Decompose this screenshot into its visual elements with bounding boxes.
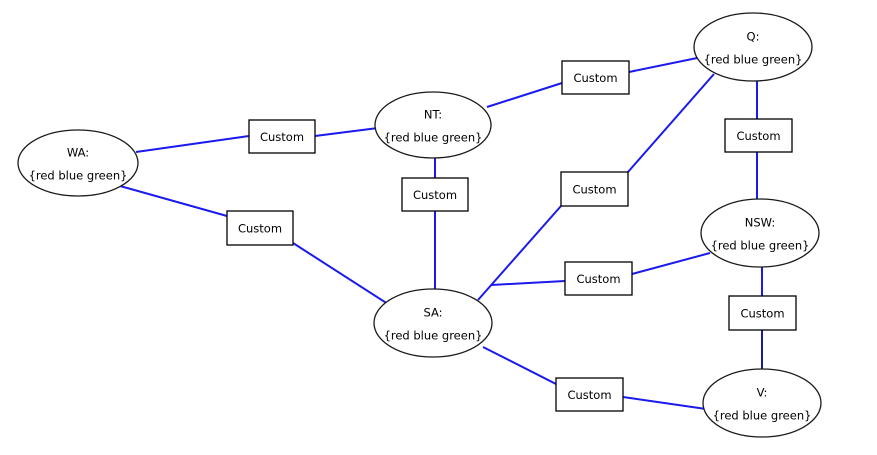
- edge-label-text: Custom: [740, 307, 784, 321]
- node-domain: {red blue green}: [29, 169, 128, 183]
- edge-label-q-sa[interactable]: Custom: [560, 171, 629, 207]
- node-title: NSW:: [745, 216, 775, 230]
- edge-label-text: Custom: [573, 71, 617, 85]
- node-title: V:: [757, 386, 768, 400]
- node-domain: {red blue green}: [711, 239, 810, 253]
- node-nt[interactable]: NT: {red blue green}: [374, 91, 492, 159]
- edge-label-text: Custom: [572, 183, 616, 197]
- node-sa[interactable]: SA: {red blue green}: [373, 288, 493, 358]
- edge-label-text: Custom: [413, 188, 457, 202]
- node-ellipse[interactable]: [374, 91, 492, 159]
- node-ellipse[interactable]: [693, 12, 813, 82]
- edge-label-box[interactable]: [724, 118, 793, 153]
- edge-q-sa-lower: [477, 205, 562, 301]
- edge-label-text: Custom: [260, 130, 304, 144]
- node-title: Q:: [747, 30, 760, 44]
- edge-label-nt-q[interactable]: Custom: [561, 60, 630, 95]
- edge-wa-sa-left: [119, 185, 228, 217]
- node-ellipse[interactable]: [17, 129, 139, 197]
- edge-label-text: Custom: [238, 222, 282, 236]
- node-ellipse[interactable]: [373, 288, 493, 358]
- edge-wa-sa-right: [292, 242, 389, 305]
- edge-label-group: Custom Custom Custom Custom Custom Custo: [226, 60, 797, 412]
- edge-label-wa-sa[interactable]: Custom: [226, 210, 294, 246]
- node-title: NT:: [424, 108, 442, 122]
- edge-label-box[interactable]: [561, 60, 630, 95]
- edge-label-wa-nt[interactable]: Custom: [248, 119, 316, 154]
- edge-label-text: Custom: [567, 388, 611, 402]
- edge-label-box[interactable]: [555, 377, 624, 412]
- edge-sa-nsw-right: [631, 252, 711, 275]
- edge-label-sa-nsw[interactable]: Custom: [564, 261, 633, 296]
- node-domain: {red blue green}: [713, 409, 812, 423]
- edge-label-nsw-v[interactable]: Custom: [728, 295, 797, 331]
- edge-label-box[interactable]: [564, 261, 633, 296]
- edge-label-box[interactable]: [401, 177, 469, 212]
- node-ellipse[interactable]: [700, 198, 820, 268]
- edge-label-box[interactable]: [728, 295, 797, 331]
- edge-sa-v-right: [622, 396, 707, 410]
- node-v[interactable]: V: {red blue green}: [702, 368, 822, 438]
- node-q[interactable]: Q: {red blue green}: [693, 12, 813, 82]
- edge-sa-nsw-left: [490, 280, 566, 286]
- node-nsw[interactable]: NSW: {red blue green}: [700, 198, 820, 268]
- edge-q-sa-upper: [627, 73, 715, 173]
- edge-group: [119, 56, 763, 410]
- edge-label-text: Custom: [576, 272, 620, 286]
- node-title: WA:: [67, 146, 89, 160]
- edge-wa-nt-right: [314, 127, 379, 137]
- edge-sa-v-left: [482, 346, 557, 385]
- edge-nt-q-left: [486, 82, 563, 108]
- node-group: WA: {red blue green} NT: {red blue green…: [17, 12, 822, 438]
- edge-label-box[interactable]: [560, 171, 629, 207]
- edge-label-sa-v[interactable]: Custom: [555, 377, 624, 412]
- edge-label-q-nsw[interactable]: Custom: [724, 118, 793, 153]
- node-title: SA:: [423, 306, 442, 320]
- node-domain: {red blue green}: [384, 329, 483, 343]
- edge-wa-nt-left: [135, 135, 250, 153]
- edge-label-nt-sa[interactable]: Custom: [401, 177, 469, 212]
- node-domain: {red blue green}: [704, 53, 803, 67]
- edge-label-box[interactable]: [248, 119, 316, 154]
- edge-nt-q-right: [628, 56, 703, 73]
- node-ellipse[interactable]: [702, 368, 822, 438]
- edge-label-text: Custom: [736, 129, 780, 143]
- edge-label-box[interactable]: [226, 210, 294, 246]
- node-domain: {red blue green}: [384, 131, 483, 145]
- node-wa[interactable]: WA: {red blue green}: [17, 129, 139, 197]
